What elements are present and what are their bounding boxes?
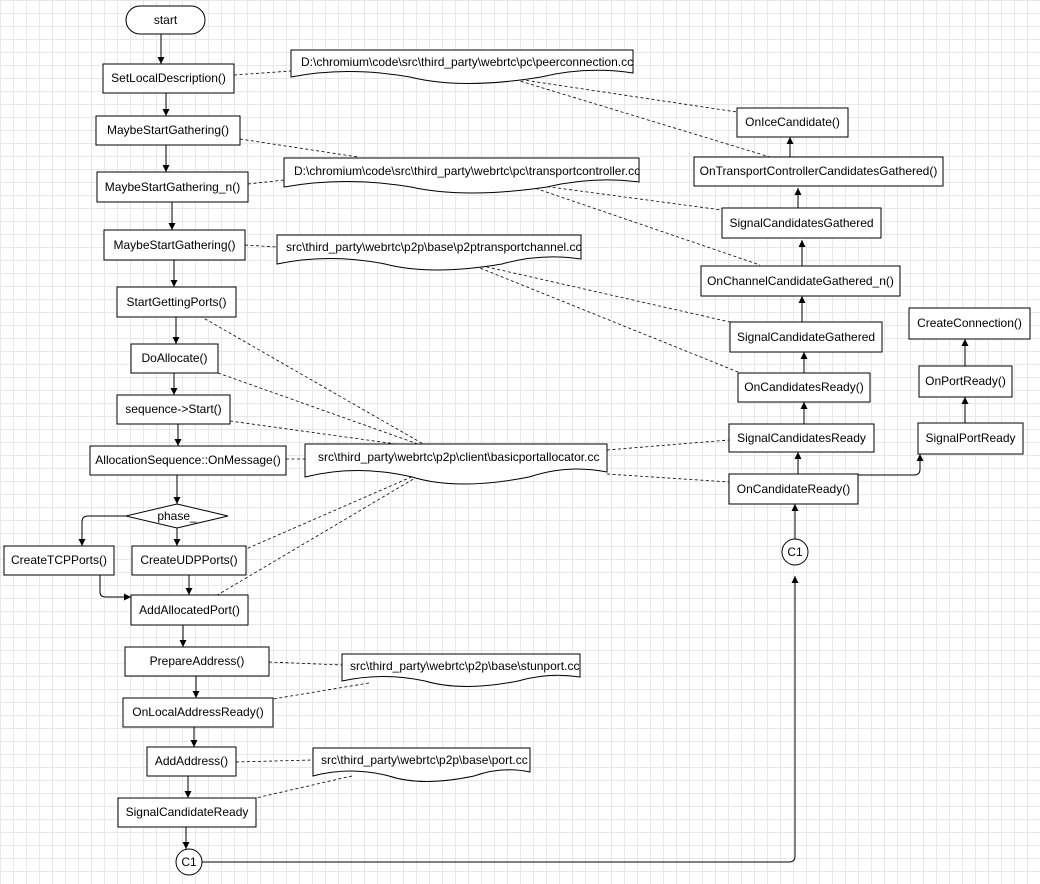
step-maybe-start-gathering-2: MaybeStartGathering() — [103, 229, 246, 261]
file-note-basicportallocator: src\third_party\webrtc\p2p\client\basicp… — [304, 443, 608, 485]
step-start-getting-ports: StartGettingPorts() — [116, 286, 237, 318]
step-label: SignalCandidatesGathered — [729, 216, 873, 230]
step-label: SignalCandidatesReady — [737, 431, 866, 445]
step-on-ice-candidate: OnIceCandidate() — [736, 107, 849, 138]
connector-label: C1 — [181, 855, 197, 869]
step-maybe-start-gathering-1: MaybeStartGathering() — [95, 115, 241, 146]
file-note-port: src\third_party\webrtc\p2p\base\port.cc — [312, 747, 531, 782]
step-label: MaybeStartGathering() — [107, 123, 229, 137]
step-label: AddAllocatedPort() — [139, 603, 240, 617]
step-signal-candidates-gathered: SignalCandidatesGathered — [721, 207, 882, 239]
step-label: MaybeStartGathering_n() — [105, 180, 240, 194]
step-maybe-start-gathering-n: MaybeStartGathering_n() — [96, 171, 249, 203]
file-note-p2ptransportchannel: src\third_party\webrtc\p2p\base\p2ptrans… — [276, 234, 582, 271]
step-label: AddAddress() — [155, 754, 228, 768]
file-note-transportcontroller: D:\chromium\code\src\third_party\webrtc\… — [283, 157, 640, 194]
step-on-local-address-ready: OnLocalAddressReady() — [122, 697, 274, 728]
file-note-stunport: src\third_party\webrtc\p2p\base\stunport… — [341, 653, 581, 687]
step-on-transport-controller-candidates-gathered: OnTransportControllerCandidatesGathered(… — [693, 156, 944, 187]
connector-c1-right: C1 — [781, 538, 809, 566]
step-label: PrepareAddress() — [150, 654, 245, 668]
step-label: OnTransportControllerCandidatesGathered(… — [700, 164, 938, 178]
step-allocation-sequence-on-message: AllocationSequence::OnMessage() — [89, 445, 287, 476]
step-on-port-ready: OnPortReady() — [918, 365, 1013, 398]
file-label-transportcontroller: D:\chromium\code\src\third_party\webrtc\… — [294, 164, 640, 178]
step-signal-candidates-ready: SignalCandidatesReady — [728, 423, 875, 453]
step-add-allocated-port: AddAllocatedPort() — [130, 594, 249, 626]
connector-label: C1 — [787, 545, 803, 559]
step-label: CreateTCPPorts() — [11, 553, 107, 567]
file-label-stunport: src\third_party\webrtc\p2p\base\stunport… — [350, 659, 579, 673]
step-label: OnPortReady() — [925, 374, 1006, 388]
step-create-udp-ports: CreateUDPPorts() — [131, 545, 247, 576]
step-signal-candidate-gathered: SignalCandidateGathered — [729, 321, 883, 353]
step-label: CreateConnection() — [917, 316, 1022, 330]
step-sequence-start: sequence->Start() — [116, 394, 231, 425]
annotation-links — [199, 70, 771, 801]
step-create-tcp-ports: CreateTCPPorts() — [3, 545, 115, 576]
step-label: SignalPortReady — [925, 431, 1015, 445]
step-set-local-description: SetLocalDescription() — [102, 63, 235, 94]
file-label-port: src\third_party\webrtc\p2p\base\port.cc — [321, 753, 528, 767]
step-create-connection: CreateConnection() — [908, 307, 1031, 340]
step-on-channel-candidate-gathered-n: OnChannelCandidateGathered_n() — [700, 265, 901, 297]
start-terminator: start — [125, 5, 206, 35]
step-on-candidate-ready: OnCandidateReady() — [728, 473, 859, 505]
step-label: sequence->Start() — [125, 402, 221, 416]
step-label: SetLocalDescription() — [111, 71, 226, 85]
step-prepare-address: PrepareAddress() — [124, 646, 270, 677]
step-label: OnIceCandidate() — [745, 115, 840, 129]
step-label: AllocationSequence::OnMessage() — [95, 453, 280, 467]
step-add-address: AddAddress() — [146, 746, 237, 777]
step-on-candidates-ready: OnCandidatesReady() — [737, 372, 871, 403]
file-label-p2ptransportchannel: src\third_party\webrtc\p2p\base\p2ptrans… — [286, 240, 582, 254]
decision-phase: phase_ — [125, 503, 229, 529]
file-label-peerconnection: D:\chromium\code\src\third_party\webrtc\… — [301, 55, 633, 69]
step-label: SignalCandidateGathered — [737, 330, 875, 344]
step-label: CreateUDPPorts() — [140, 553, 237, 567]
step-label: SignalCandidateReady — [126, 805, 249, 819]
flow-connectors — [78, 34, 969, 863]
step-label: OnCandidateReady() — [737, 482, 850, 496]
step-label: OnChannelCandidateGathered_n() — [707, 274, 894, 288]
step-do-allocate: DoAllocate() — [130, 343, 219, 374]
file-label-basicportallocator: src\third_party\webrtc\p2p\client\basicp… — [318, 450, 599, 464]
step-label: DoAllocate() — [141, 351, 207, 365]
step-label: MaybeStartGathering() — [113, 238, 235, 252]
file-note-peerconnection: D:\chromium\code\src\third_party\webrtc\… — [290, 49, 634, 84]
step-signal-candidate-ready: SignalCandidateReady — [117, 797, 257, 828]
connector-c1-bottom: C1 — [175, 848, 203, 876]
decision-label: phase_ — [157, 509, 197, 523]
step-signal-port-ready: SignalPortReady — [917, 422, 1024, 455]
step-label: OnCandidatesReady() — [744, 380, 863, 394]
step-label: OnLocalAddressReady() — [132, 705, 263, 719]
start-label: start — [154, 13, 178, 27]
step-label: StartGettingPorts() — [126, 295, 226, 309]
